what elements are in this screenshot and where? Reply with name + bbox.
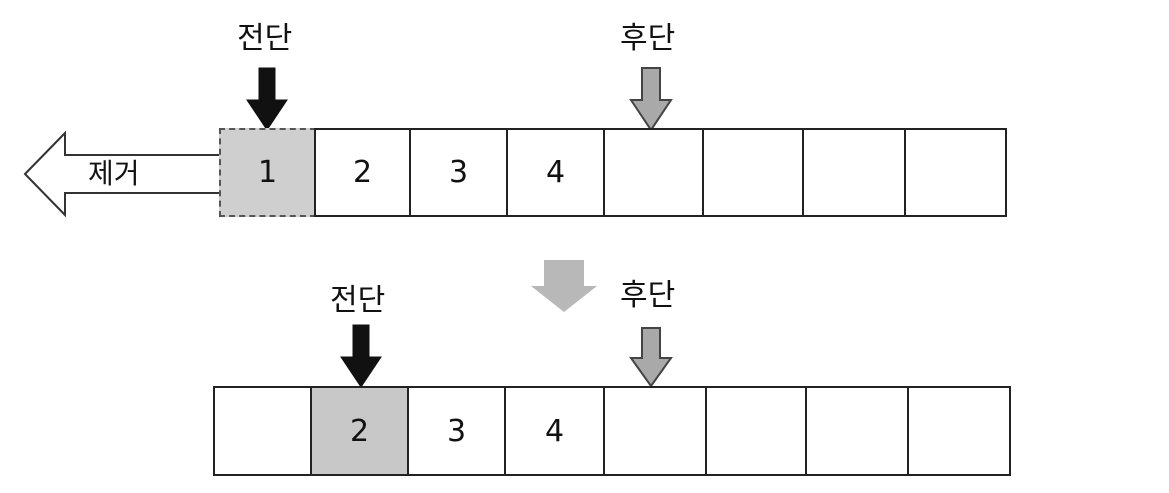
queue-after-cell-6 [705,386,807,476]
queue-after-cell-2: 2 [310,386,409,476]
remove-label: 제거 [88,157,140,190]
queue-before-cell-5 [603,128,704,217]
front-label-top: 전단 [237,21,293,56]
queue-before-cell-2: 2 [314,128,411,217]
queue-before-cell-8 [904,128,1007,217]
queue-after-cell-5 [603,386,707,476]
queue-after-cell-4: 4 [504,386,605,476]
queue-before-cell-6 [702,128,804,217]
queue-after-cell-7 [805,386,909,476]
queue-before-cell-4: 4 [506,128,605,217]
queue-after-cell-1 [213,386,312,476]
queue-after-cell-3: 3 [407,386,506,476]
rear-label-bottom: 후단 [620,278,676,313]
transition-arrow-icon [531,260,597,312]
queue-before-cell-1: 1 [219,128,316,217]
front-arrow-bottom-icon [340,324,382,388]
queue-after-cell-8 [907,386,1011,476]
front-arrow-top-icon [246,67,288,131]
rear-label-top: 후단 [620,21,676,56]
front-label-bottom: 전단 [330,283,386,318]
queue-before-cell-7 [802,128,906,217]
rear-arrow-top-icon [629,67,673,132]
queue-before-cell-3: 3 [409,128,508,217]
rear-arrow-bottom-icon [629,327,673,388]
